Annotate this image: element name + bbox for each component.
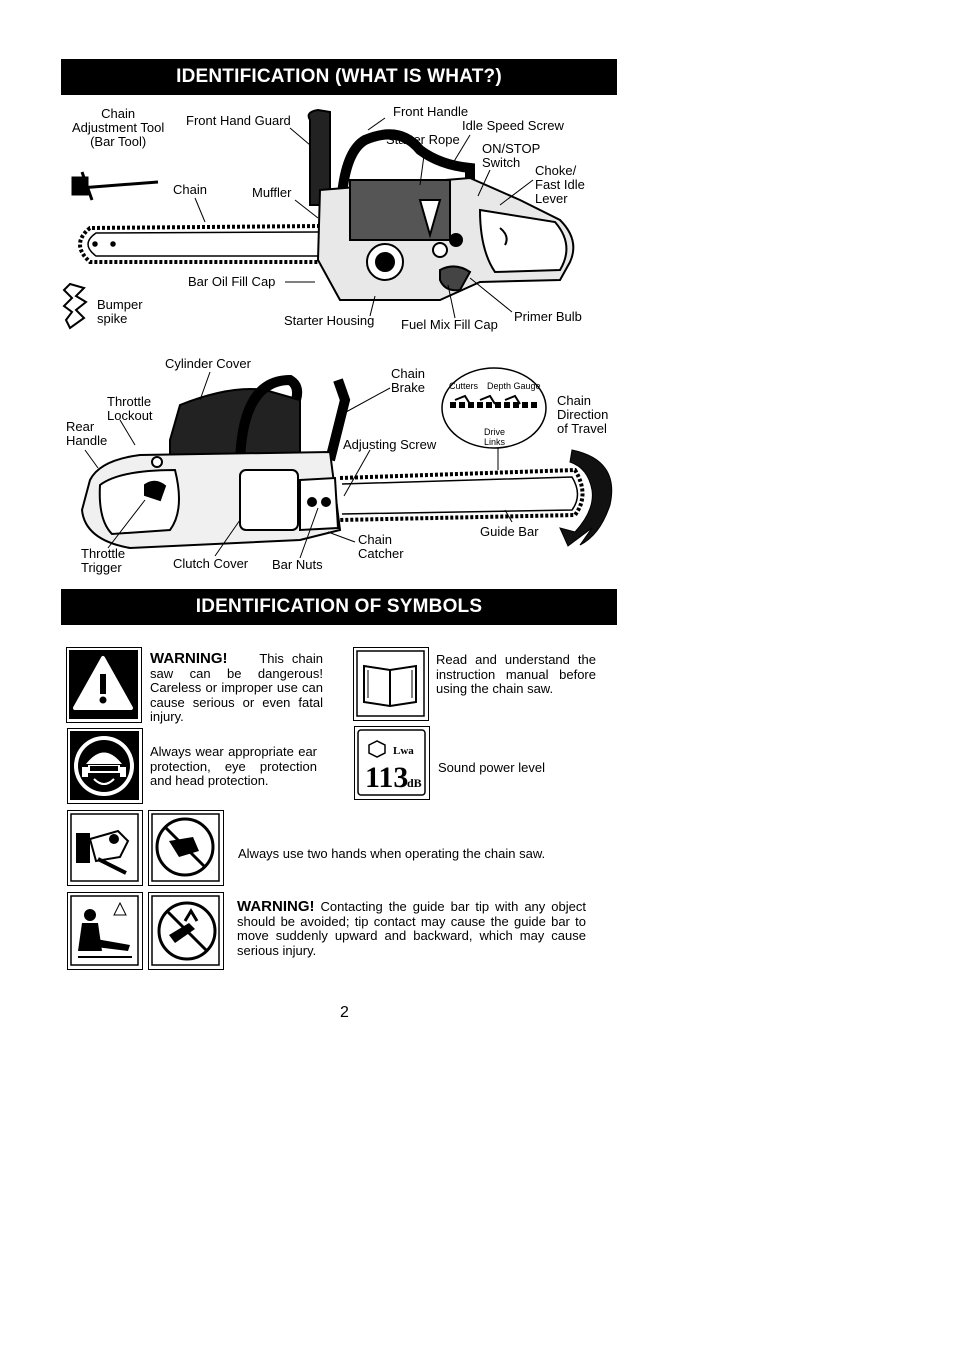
label-adjusting-screw: Adjusting Screw: [343, 437, 437, 452]
label-bar-oil-fill-cap: Bar Oil Fill Cap: [188, 274, 276, 289]
warning-1-text: This chain saw can be dangerous! Careles…: [150, 651, 323, 724]
label-cutters: Cutters: [449, 381, 479, 391]
label-starter-rope: Starter Rope: [386, 132, 460, 147]
warning-2-text: Contacting the guide bar tip with any ob…: [237, 899, 586, 958]
sound-value-text: 113: [365, 761, 408, 794]
bottom-saw-body: [80, 374, 351, 550]
top-saw-body: [307, 108, 575, 301]
label-chain-adjustment-tool: Chain Adjustment Tool (Bar Tool): [72, 106, 165, 149]
sound-unit-text: dB: [407, 776, 422, 790]
label-front-handle: Front Handle: [393, 104, 469, 119]
label-drive-links: Drive Links: [484, 427, 506, 447]
label-primer-bulb: Primer Bulb: [514, 309, 582, 324]
warning-2-block: WARNING! Contacting the guide bar tip wi…: [237, 898, 586, 958]
two-hands-icon: [67, 810, 143, 886]
label-chain-brake: Chain Brake: [391, 366, 425, 395]
label-fuel-mix-fill-cap: Fuel Mix Fill Cap: [401, 317, 498, 332]
bar-tool-icon: [71, 171, 159, 201]
chain-direction-arrow-icon: [559, 449, 613, 547]
bottom-leader-lines: [84, 371, 513, 559]
top-guide-bar: [78, 224, 330, 264]
label-chain: Chain: [173, 182, 207, 197]
label-depth-gauge: Depth Gauge: [487, 381, 541, 391]
section-title-symbols: IDENTIFICATION OF SYMBOLS: [61, 589, 617, 625]
label-on-stop-switch: ON/STOP Switch: [482, 141, 541, 170]
label-cylinder-cover: Cylinder Cover: [165, 356, 251, 371]
label-throttle-lockout: Throttle Lockout: [107, 394, 153, 423]
tip-contact-prohibited-icon: [148, 892, 224, 970]
bottom-guide-bar: [339, 467, 585, 522]
chain-detail-icon: [441, 367, 547, 449]
label-guide-bar: Guide Bar: [480, 524, 539, 539]
sound-lwa-text: Lwa: [393, 745, 414, 757]
sound-power-text: Sound power level: [438, 760, 545, 775]
label-muffler: Muffler: [252, 185, 292, 200]
label-choke-lever: Choke/ Fast Idle Lever: [535, 163, 585, 206]
top-leader-lines: [194, 117, 534, 319]
label-clutch-cover: Clutch Cover: [173, 556, 249, 571]
protection-gear-icon: [67, 728, 143, 804]
warning-symbol-icon: [66, 647, 142, 723]
page-number: 2: [340, 1004, 349, 1021]
warning-2-heading: WARNING!: [237, 898, 315, 915]
label-throttle-trigger: Throttle Trigger: [81, 546, 126, 575]
label-bumper-spike: Bumper spike: [97, 297, 143, 326]
label-chain-catcher: Chain Catcher: [358, 532, 404, 561]
label-front-hand-guard: Front Hand Guard: [186, 113, 291, 128]
one-hand-prohibited-icon: [148, 810, 224, 886]
kickback-warning-icon: [67, 892, 143, 970]
label-idle-speed-screw: Idle Speed Screw: [462, 118, 564, 133]
section-title-identification: IDENTIFICATION (WHAT IS WHAT?): [61, 59, 617, 95]
label-bar-nuts: Bar Nuts: [272, 557, 323, 572]
warning-1-heading: WARNING!: [150, 650, 228, 667]
label-chain-direction: Chain Direction of Travel: [557, 393, 609, 436]
label-rear-handle: Rear Handle: [66, 419, 108, 448]
read-manual-text: Read and understand the instruction manu…: [436, 652, 596, 696]
warning-1-block: WARNING! This chain saw can be dangerous…: [150, 650, 323, 725]
bumper-spike-icon: [62, 282, 88, 330]
sound-power-icon: Lwa 113 dB: [354, 726, 430, 800]
two-hands-text: Always use two hands when operating the …: [238, 846, 546, 861]
label-starter-housing: Starter Housing: [284, 313, 375, 328]
protection-text: Always wear appropriate ear protection, …: [150, 744, 317, 788]
read-manual-icon: [353, 647, 429, 721]
